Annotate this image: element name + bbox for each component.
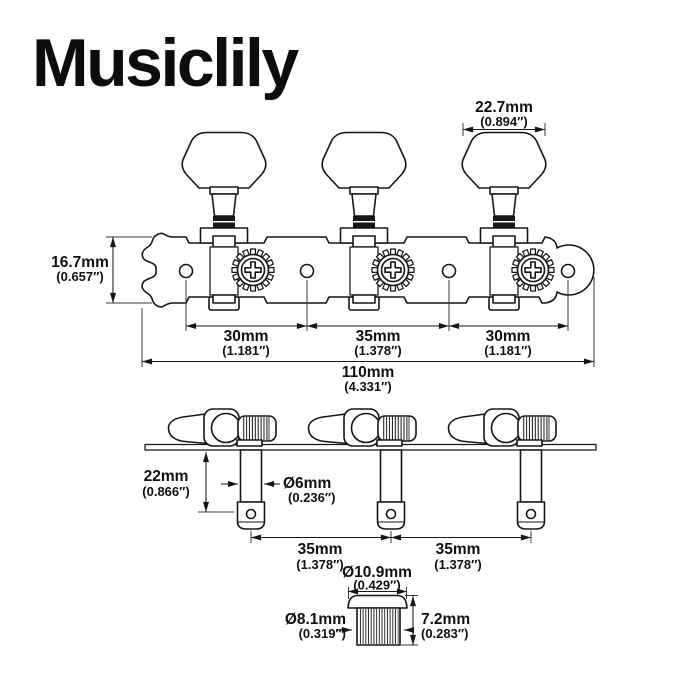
dim-post-spacing: 35mm (1.378″) 35mm (1.378″)	[250, 531, 532, 572]
svg-text:22mm: 22mm	[144, 468, 189, 485]
mount-screw-hole	[560, 263, 576, 279]
dim-post-diameter: Ø6mm (0.236″)	[221, 475, 335, 505]
dim-head-diameter: Ø10.9mm (0.429″)	[342, 564, 412, 599]
mount-screw-hole	[299, 263, 315, 279]
dim-hole-spacing: 30mm (1.181″) 35mm (1.378″) 30mm (1.181″…	[185, 280, 569, 358]
mount-screw-hole	[441, 263, 457, 279]
svg-text:35mm: 35mm	[356, 328, 401, 345]
svg-text:30mm: 30mm	[486, 328, 531, 345]
bushing-knurling	[358, 609, 399, 644]
dim-bushing-height: 7.2mm (0.283″)	[401, 595, 470, 646]
svg-text:(0.866″): (0.866″)	[142, 484, 189, 499]
svg-text:30mm: 30mm	[224, 328, 269, 345]
svg-text:(0.429″): (0.429″)	[353, 578, 400, 593]
svg-text:Ø10.9mm: Ø10.9mm	[342, 564, 412, 581]
svg-text:35mm: 35mm	[298, 541, 343, 558]
bushing-head	[347, 594, 408, 609]
svg-text:(1.378″): (1.378″)	[354, 343, 401, 358]
dim-plate-height: 16.7mm (0.657″)	[51, 236, 152, 304]
dim-button-width: 22.7mm (0.894″)	[462, 99, 546, 136]
svg-text:(0.657″): (0.657″)	[56, 269, 103, 284]
svg-text:Ø8.1mm: Ø8.1mm	[285, 611, 346, 628]
svg-text:7.2mm: 7.2mm	[421, 611, 470, 628]
svg-text:35mm: 35mm	[436, 541, 481, 558]
svg-text:(0.283″): (0.283″)	[421, 626, 468, 641]
side-tuner-3	[447, 408, 557, 530]
dim-post-length: 22mm (0.866″)	[142, 452, 234, 513]
svg-text:(0.236″): (0.236″)	[288, 490, 335, 505]
bushing-detail: Ø10.9mm (0.429″) Ø8.1mm (0.319″) 7.2mm (…	[285, 564, 470, 646]
svg-text:(1.181″): (1.181″)	[222, 343, 269, 358]
svg-text:16.7mm: 16.7mm	[51, 254, 109, 271]
svg-text:(0.894″): (0.894″)	[480, 114, 527, 129]
svg-text:110mm: 110mm	[342, 364, 395, 381]
brand-logo: Musiclily	[32, 25, 299, 101]
dim-body-diameter: Ø8.1mm (0.319″)	[285, 611, 415, 641]
svg-text:(0.319″): (0.319″)	[299, 626, 346, 641]
front-view: 22.7mm (0.894″) 16.7mm (0.657″) 30mm (1.…	[51, 99, 595, 394]
svg-text:22.7mm: 22.7mm	[475, 99, 533, 116]
svg-text:Ø6mm: Ø6mm	[283, 475, 331, 492]
svg-text:(4.331″): (4.331″)	[344, 379, 391, 394]
svg-text:(1.378″): (1.378″)	[434, 557, 481, 572]
svg-text:(1.181″): (1.181″)	[484, 343, 531, 358]
side-view: 22mm (0.866″) Ø6mm (0.236″) 35mm (1.378″…	[142, 408, 597, 572]
svg-text:(1.378″): (1.378″)	[296, 557, 343, 572]
side-tuner-2	[307, 408, 417, 530]
mount-screw-hole	[178, 263, 194, 279]
dim-total-length: 110mm (4.331″)	[141, 277, 595, 394]
